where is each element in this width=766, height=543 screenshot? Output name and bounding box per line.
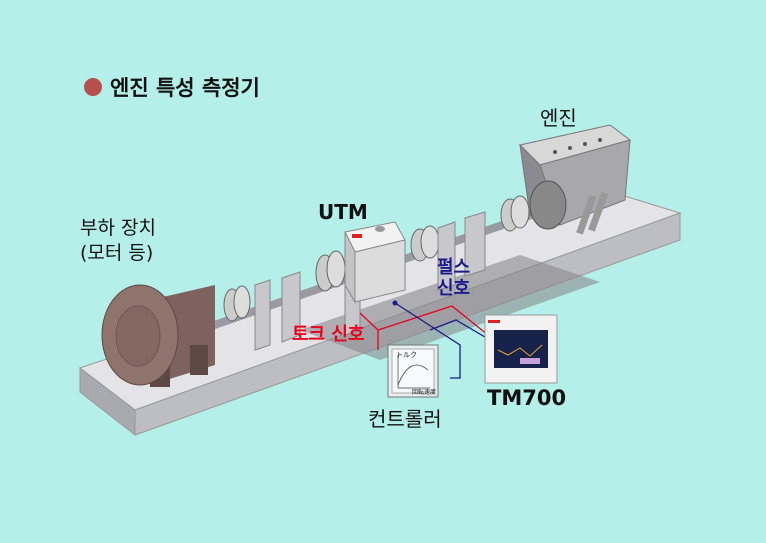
bearing-stand [464, 211, 486, 277]
controller-x-label: 回転速度 [412, 389, 437, 396]
pulse-signal-label: 펄스 신호 [437, 257, 471, 299]
coupling-3 [410, 225, 440, 262]
load-motor [101, 284, 215, 387]
tm700-device [484, 314, 558, 384]
utm-sensor [344, 221, 406, 304]
torque-line-tm700 [377, 305, 489, 336]
load-line-1: 부하 장치 [80, 217, 156, 239]
coupling-2 [315, 250, 346, 292]
engine-label: 엔진 [540, 106, 577, 130]
pulse-line-1: 펄스 [437, 257, 471, 278]
bearing-stand [437, 221, 456, 291]
utm-label: UTM [318, 200, 368, 224]
pulse-line-tm700 [429, 319, 491, 341]
torque-signal-label: 토크 신호 [292, 324, 365, 345]
engine [519, 124, 632, 235]
base-platform [78, 189, 682, 437]
pulse-line-2: 신호 [437, 277, 471, 299]
load-device-label: 부하 장치 (모터 등) [80, 216, 156, 265]
controller-label: 컨트롤러 [368, 407, 442, 431]
load-line-2: (모터 등) [80, 241, 154, 264]
bearing-stand [254, 279, 271, 351]
coupling-1 [223, 285, 251, 322]
pulse-line-controller [394, 302, 461, 379]
page-title: 엔진 특성 측정기 [84, 72, 260, 102]
bullet-icon [84, 78, 102, 96]
controller-device [387, 344, 439, 398]
tm700-label: TM700 [487, 386, 567, 410]
coupling-4 [500, 195, 530, 232]
bearing-stand [281, 271, 301, 343]
controller-y-label: トルク [396, 351, 417, 359]
